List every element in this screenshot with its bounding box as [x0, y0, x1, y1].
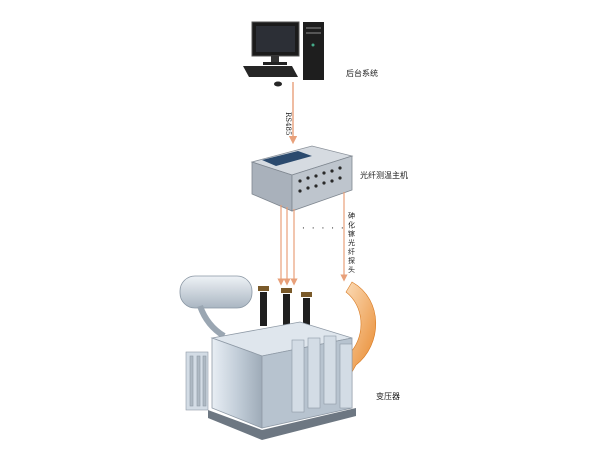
transformer-icon [179, 275, 356, 440]
monitor-stand [271, 56, 279, 63]
mouse [274, 81, 282, 87]
probe-label: 砷化镓光纤探头 [348, 212, 355, 274]
fiber-lines [277, 192, 348, 286]
more-channels-dots: · · · · · · [302, 224, 356, 234]
host-device [250, 145, 354, 212]
bushings [258, 286, 312, 332]
fiber-ports [298, 166, 342, 193]
transformer-label: 变压器 [376, 392, 400, 401]
conservator [179, 275, 253, 309]
rs485-label: RS485 [284, 112, 292, 136]
fiber-host-label: 光纤测温主机 [360, 171, 408, 180]
computer-icon [243, 21, 324, 87]
host-side [291, 155, 353, 212]
radiator-fins [185, 335, 353, 413]
pc-tower [303, 22, 324, 80]
keyboard [243, 66, 298, 77]
backend-system-label: 后台系统 [346, 69, 378, 78]
transformer-base [208, 408, 356, 440]
host-panel [262, 151, 312, 166]
